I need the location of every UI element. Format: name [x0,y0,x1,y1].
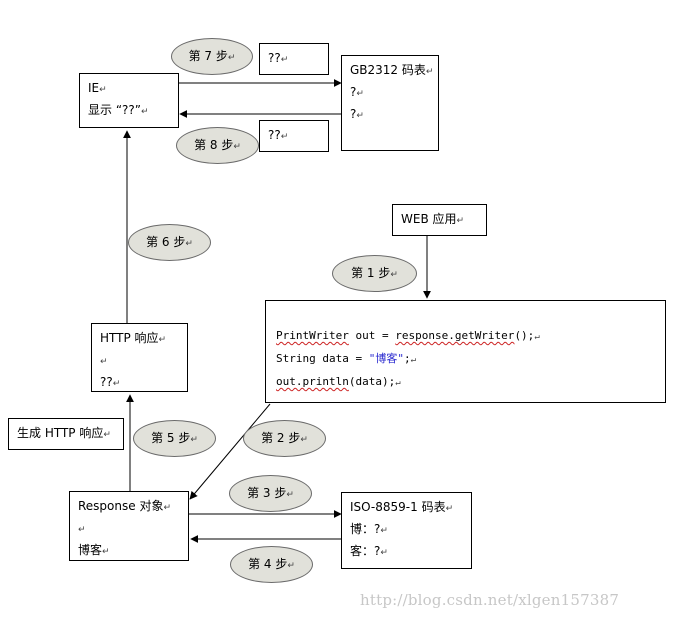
gb2312-table-box: GB2312 码表↵ ?↵ ?↵ [341,55,439,151]
gb2312-title: GB2312 码表 [350,63,426,77]
servlet-code-box: PrintWriter out = response.getWriter();↵… [265,300,666,403]
step-6-oval: 第 6 步↵ [128,224,211,261]
encoded-bytes-top-box: ??↵ [259,43,329,75]
iso-8859-1-table-box: ISO-8859-1 码表↵ 博：?↵ 客：?↵ [341,492,472,569]
step-8-oval: 第 8 步↵ [176,127,259,164]
watermark-url: http://blog.csdn.net/xlgen157387 [360,591,620,609]
step-4-oval: 第 4 步↵ [230,546,313,583]
response-object-box: Response 对象↵ ↵ 博客↵ [69,491,189,561]
generate-http-response-box: 生成 HTTP 响应↵ [8,418,124,450]
ie-label: IE [88,81,100,95]
ie-box: IE↵ 显示 “??”↵ [79,73,179,128]
web-app-box: WEB 应用↵ [392,204,487,236]
encoded-bytes-mid-box: ??↵ [259,120,329,152]
http-response-box: HTTP 响应↵ ↵ ??↵ [91,323,188,392]
step-1-oval: 第 1 步↵ [332,255,417,292]
step-3-oval: 第 3 步↵ [229,475,312,512]
step-7-oval: 第 7 步↵ [171,38,253,75]
arrow-step2 [189,403,271,500]
step-2-oval: 第 2 步↵ [243,420,326,457]
ie-display-text: 显示 “??” [88,103,141,117]
step-5-oval: 第 5 步↵ [133,420,216,457]
